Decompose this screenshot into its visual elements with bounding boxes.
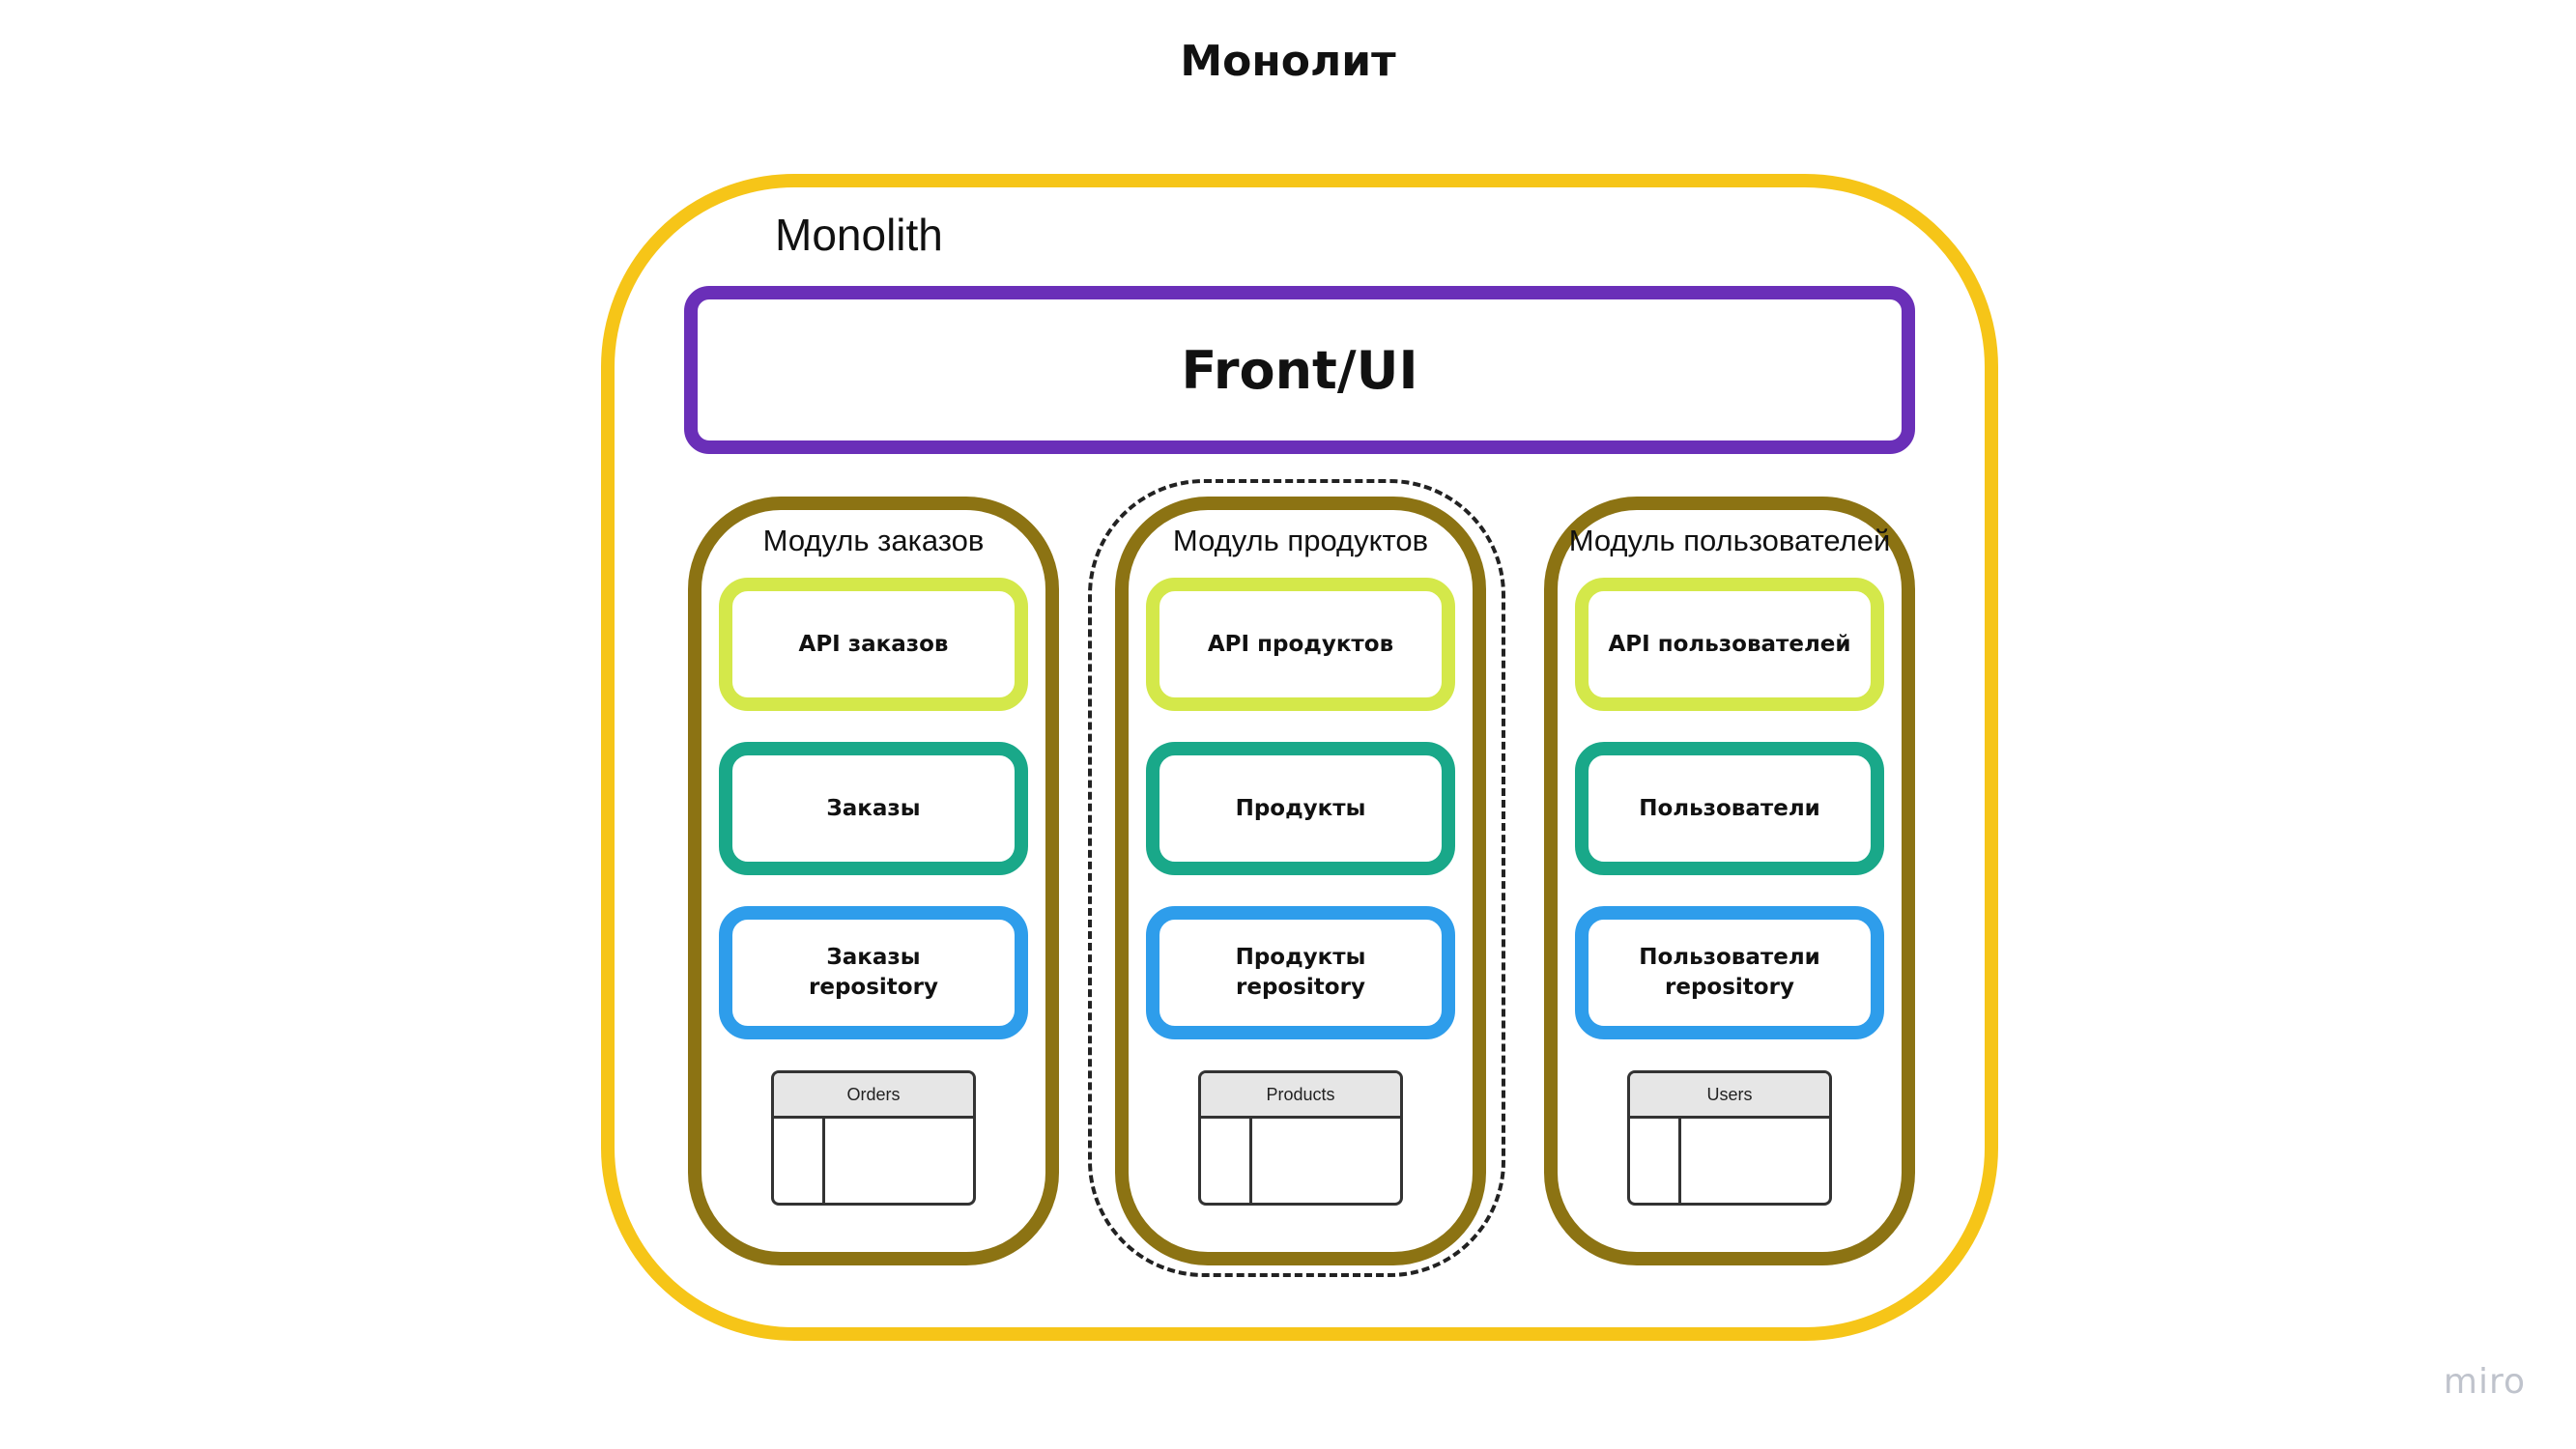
module-products xyxy=(1115,497,1486,1265)
products-db-table: Products xyxy=(1198,1070,1403,1206)
products-db-table-divider xyxy=(1249,1119,1252,1203)
products-core-block: Продукты xyxy=(1146,742,1455,875)
front-ui-block: Front/UI xyxy=(684,286,1915,454)
users-db-table: Users xyxy=(1627,1070,1832,1206)
orders-api-block: API заказов xyxy=(719,578,1028,711)
users-repository-line1: Пользователи xyxy=(1639,945,1820,970)
products-db-table-header: Products xyxy=(1201,1073,1400,1119)
products-highlight-dashed-frame xyxy=(1088,479,1505,1277)
products-repository-block: Продукты repository xyxy=(1146,906,1455,1039)
miro-logo: miro xyxy=(2443,1362,2526,1402)
users-db-table-header: Users xyxy=(1630,1073,1829,1119)
orders-db-table-header: Orders xyxy=(774,1073,973,1119)
module-users xyxy=(1544,497,1915,1265)
users-api-block: API пользователей xyxy=(1575,578,1884,711)
orders-repository-line2: repository xyxy=(809,975,938,1000)
orders-db-table: Orders xyxy=(771,1070,976,1206)
users-repository-line2: repository xyxy=(1665,975,1794,1000)
module-orders xyxy=(688,497,1059,1265)
orders-core-block: Заказы xyxy=(719,742,1028,875)
orders-repository-line1: Заказы xyxy=(826,945,921,970)
products-api-block: API продуктов xyxy=(1146,578,1455,711)
orders-repository-block: Заказы repository xyxy=(719,906,1028,1039)
users-repository-block: Пользователи repository xyxy=(1575,906,1884,1039)
products-repository-line2: repository xyxy=(1236,975,1365,1000)
users-core-block: Пользователи xyxy=(1575,742,1884,875)
module-orders-title: Модуль заказов xyxy=(762,524,985,557)
monolith-container xyxy=(601,174,1998,1341)
page-title: Монолит xyxy=(1180,37,1396,86)
module-users-title: Модуль пользователей xyxy=(1568,524,1891,557)
orders-db-table-divider xyxy=(822,1119,825,1203)
monolith-label: Monolith xyxy=(775,210,943,260)
products-repository-line1: Продукты xyxy=(1235,945,1366,970)
users-db-table-divider xyxy=(1678,1119,1681,1203)
module-products-title: Модуль продуктов xyxy=(1172,524,1429,557)
